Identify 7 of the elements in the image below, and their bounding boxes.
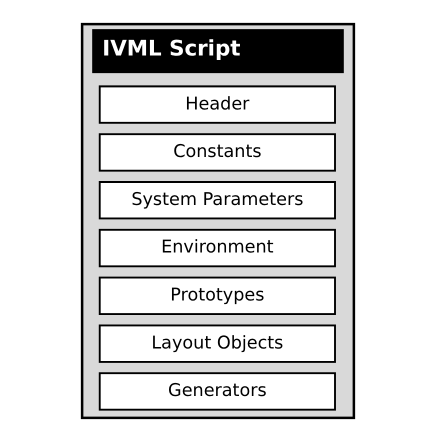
node-box: Generators xyxy=(98,372,336,410)
node-box: Environment xyxy=(98,228,336,267)
node-box: Header xyxy=(98,84,336,124)
node-box: Constants xyxy=(98,132,336,172)
node-box: Prototypes xyxy=(98,276,336,315)
node-box: System Parameters xyxy=(98,180,336,219)
node-box: Layout Objects xyxy=(98,324,336,362)
